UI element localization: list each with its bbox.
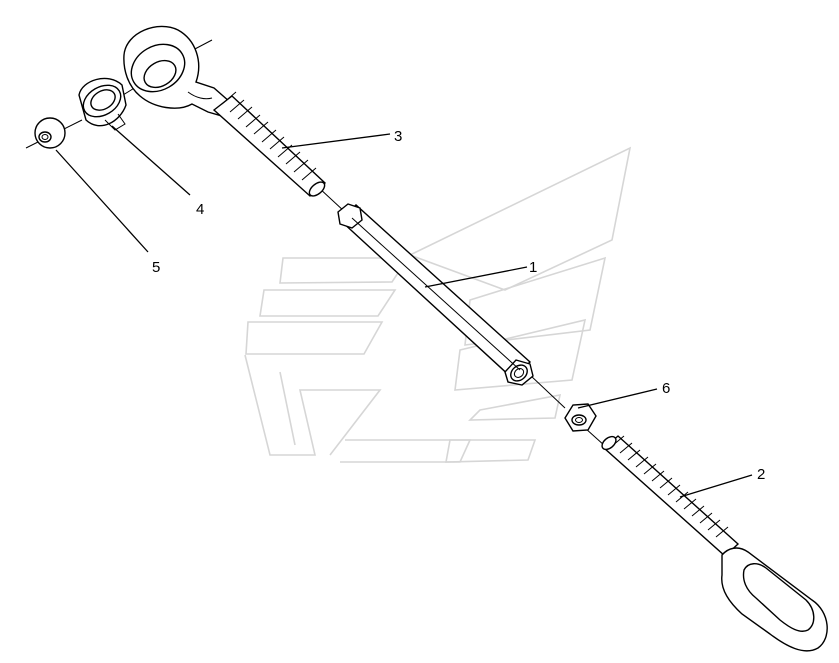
callout-2: 2 [757,466,765,483]
rod-eye-bolt-part [601,435,828,652]
callout-6: 6 [662,380,670,397]
callout-1: 1 [529,259,537,276]
callout-3: 3 [394,128,402,145]
ball-stud-part [34,117,66,149]
ball-socket-bolt-part [123,25,327,197]
retaining-ring-part [78,77,127,131]
lock-nut-part [564,403,597,432]
leader-lines [55,125,753,498]
watermark-logo [244,146,632,463]
callout-5: 5 [152,259,160,276]
tube-part [337,203,534,386]
callout-4: 4 [196,201,204,218]
